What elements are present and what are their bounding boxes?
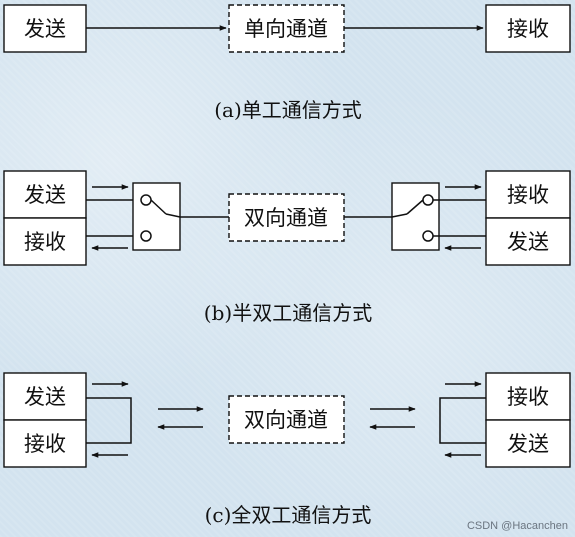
- full-duplex-section: 发送 接收 双向通道 接收 发送 (c)全双工通信方式: [3, 372, 571, 527]
- simplex-send-label: 发送: [24, 17, 66, 41]
- half-left-send-box: [3, 170, 87, 219]
- half-right-receive-label: 接收: [507, 183, 549, 207]
- half-left-switch-pivot-wire: [165, 213, 181, 218]
- full-left-receive-box: [3, 419, 87, 468]
- simplex-section: 发送 单向通道 接收 (a)单工通信方式: [3, 4, 571, 122]
- half-channel-box: [228, 193, 345, 242]
- full-right-receive-box: [485, 372, 571, 421]
- half-right-switch-contact-top: [422, 194, 434, 206]
- full-right-send-box: [485, 419, 571, 468]
- full-duplex-caption: (c)全双工通信方式: [205, 503, 372, 527]
- full-left-send-box: [3, 372, 87, 421]
- simplex-receive-label: 接收: [507, 17, 549, 41]
- full-left-receive-label: 接收: [24, 432, 66, 456]
- full-channel-label: 双向通道: [244, 408, 328, 432]
- half-right-send-label: 发送: [507, 230, 549, 254]
- half-left-receive-label: 接收: [24, 230, 66, 254]
- half-left-switch-box: [132, 182, 181, 251]
- full-channel-box: [228, 395, 345, 444]
- half-right-send-box: [485, 217, 571, 266]
- half-left-switch-contact-bottom: [140, 230, 152, 242]
- watermark: CSDN @Hacanchen: [467, 520, 568, 532]
- simplex-caption: (a)单工通信方式: [214, 98, 362, 122]
- simplex-channel-box: [228, 4, 345, 53]
- simplex-receive-box: [485, 4, 571, 53]
- simplex-channel-label: 单向通道: [244, 17, 328, 41]
- half-right-switch-pivot-wire: [391, 213, 408, 218]
- half-duplex-caption: (b)半双工通信方式: [204, 301, 372, 325]
- full-right-receive-label: 接收: [507, 385, 549, 409]
- full-right-bracket-wire: [439, 397, 486, 444]
- half-duplex-section: 发送 接收 双向通道 接收 发送 (b)半双工通信方式: [3, 170, 571, 325]
- half-left-receive-box: [3, 217, 87, 266]
- half-left-switch-blade: [150, 199, 167, 215]
- half-right-switch-contact-bottom: [422, 230, 434, 242]
- full-left-send-label: 发送: [24, 385, 66, 409]
- half-left-switch-contact-top: [140, 194, 152, 206]
- half-right-switch-blade: [406, 199, 424, 215]
- full-left-bracket-wire: [86, 397, 132, 444]
- simplex-send-box: [3, 4, 87, 53]
- half-channel-label: 双向通道: [244, 206, 328, 230]
- half-left-send-label: 发送: [24, 183, 66, 207]
- full-right-send-label: 发送: [507, 432, 549, 456]
